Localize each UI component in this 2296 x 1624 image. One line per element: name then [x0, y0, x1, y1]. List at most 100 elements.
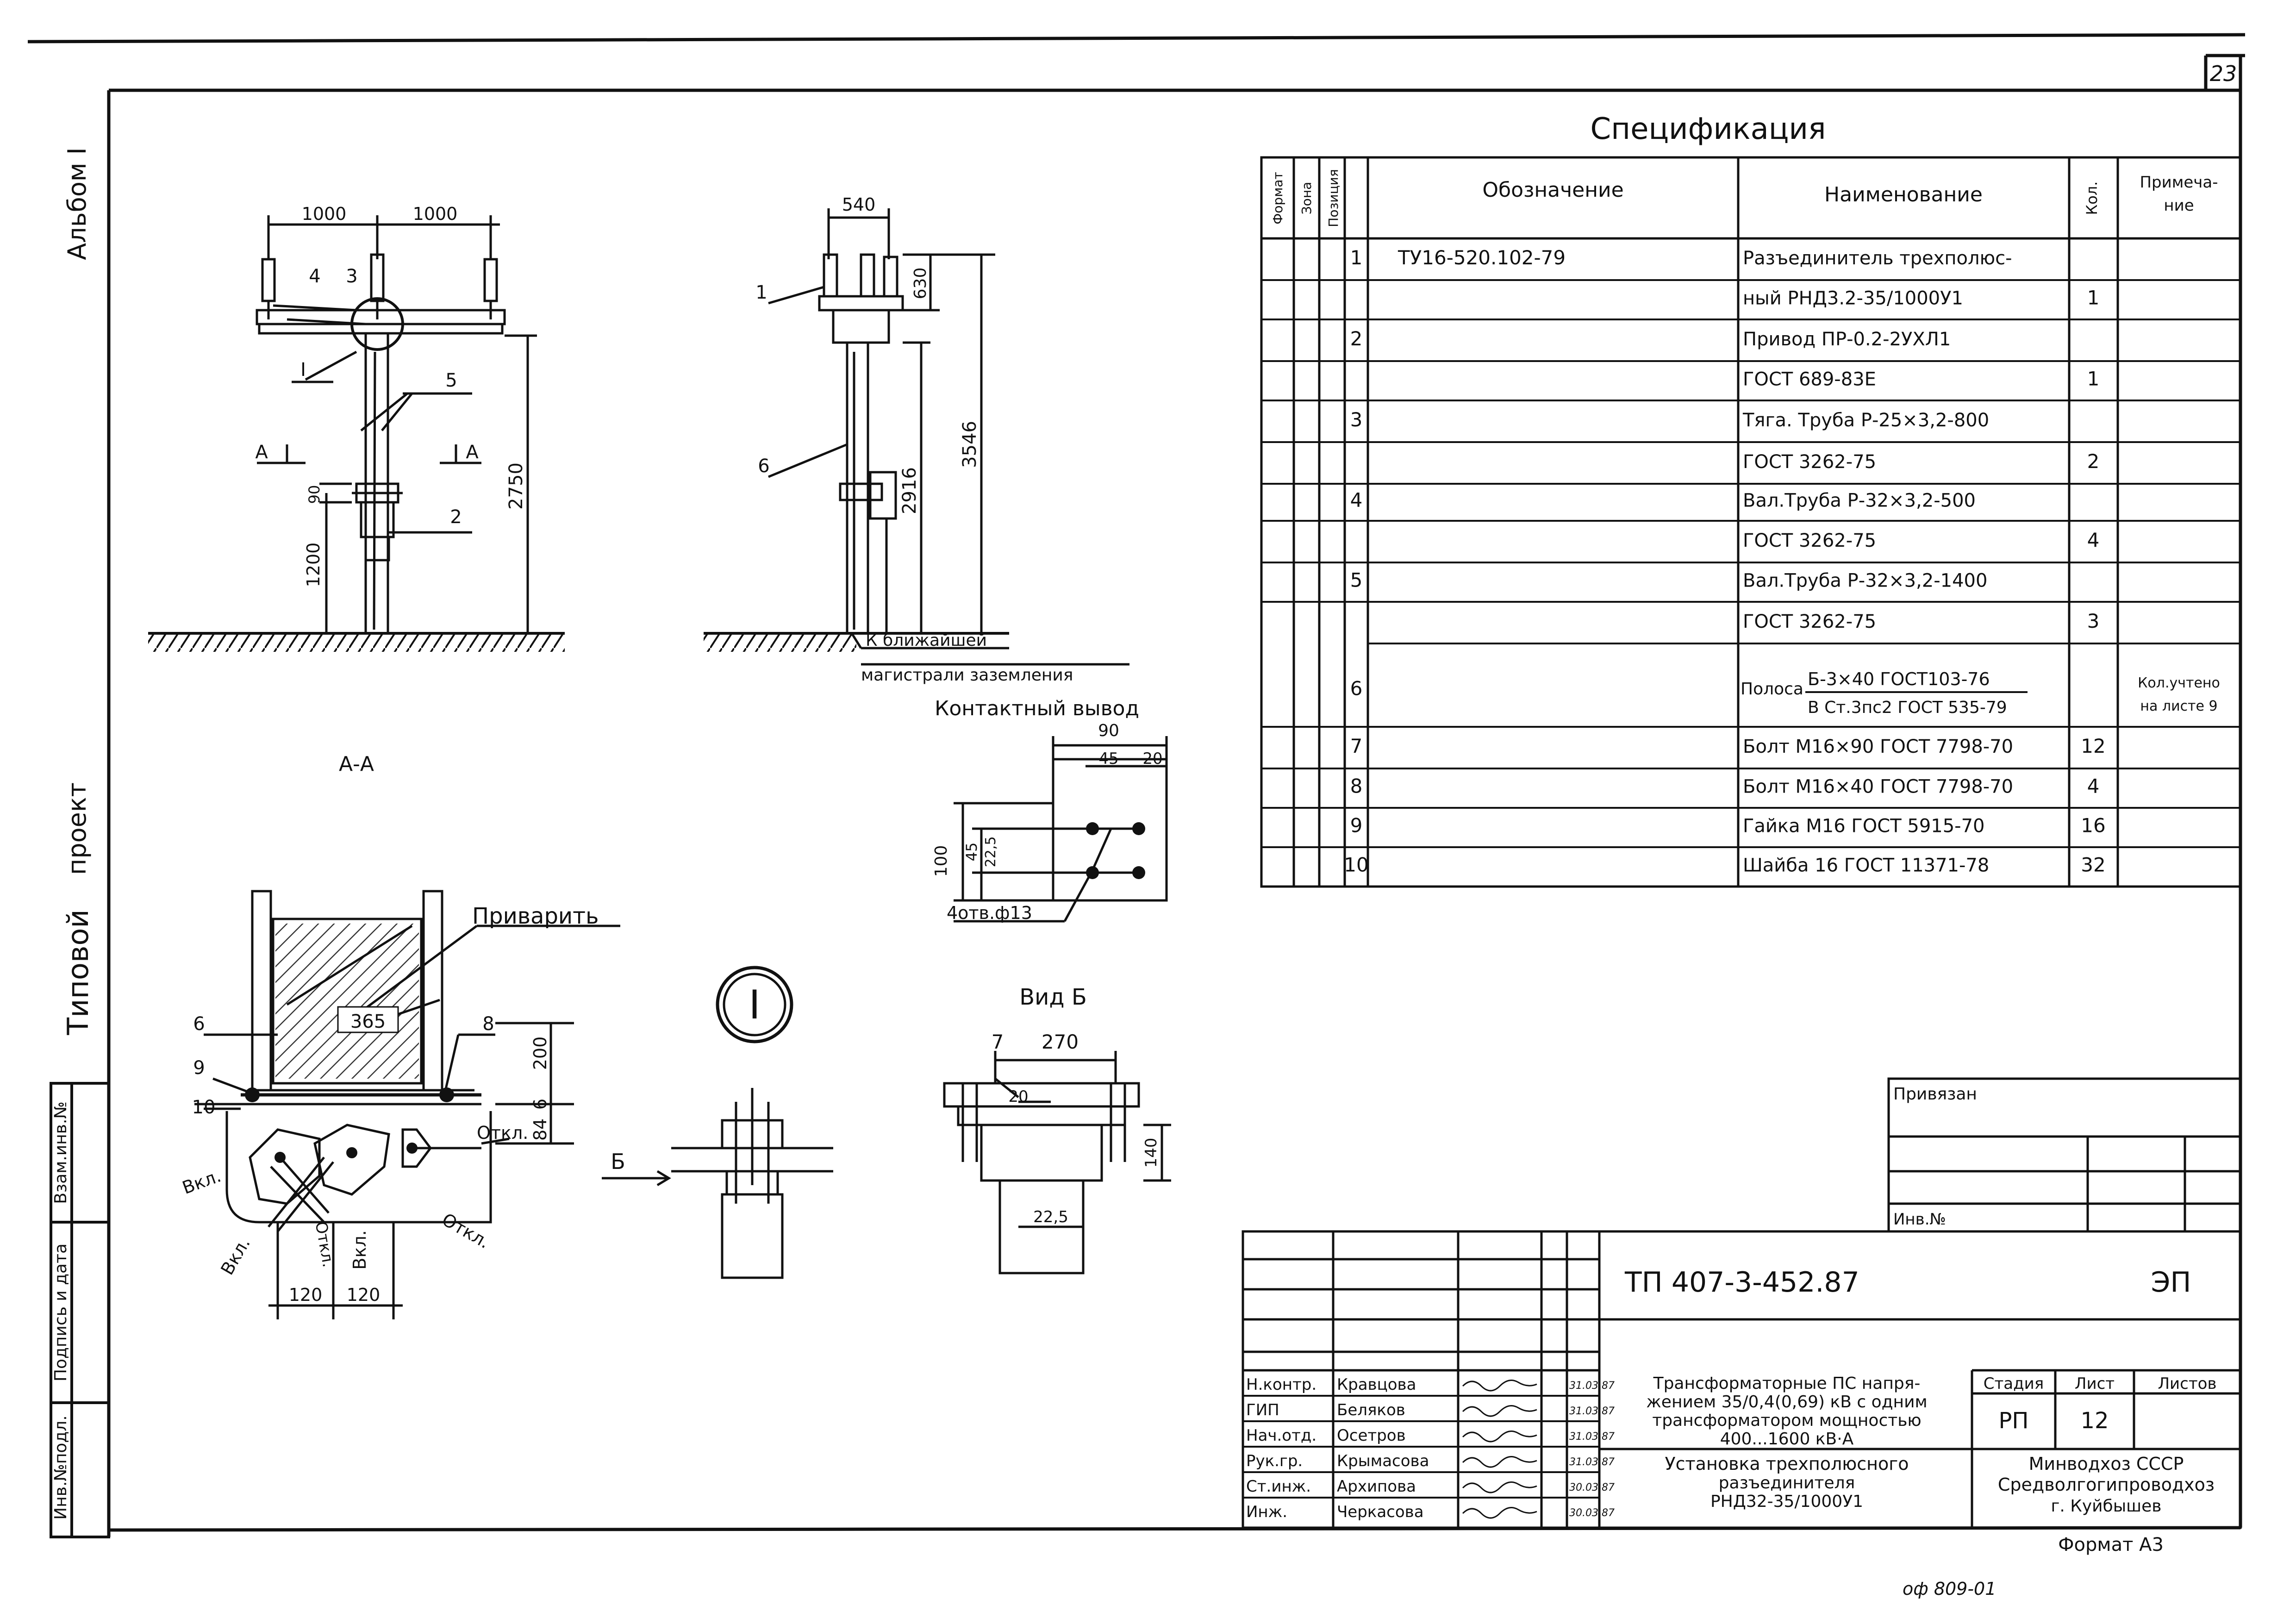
contact-terminal: Контактный вывод 90 45 20 100 45: [932, 697, 1168, 923]
field-inv: Инв.№подл.: [51, 1415, 70, 1519]
contact-dim-45: 45: [1098, 750, 1118, 768]
view-b-dim-20: 20: [1008, 1087, 1028, 1106]
callout-3: 3: [346, 266, 357, 287]
callout-9: 9: [193, 1057, 205, 1079]
signature-0: [1462, 1380, 1537, 1392]
stamp-name-4: Архипова: [1337, 1477, 1416, 1496]
sheet-code: ЭП: [2151, 1266, 2191, 1299]
title1-line-2: жением 35/0,4(0,69) кВ с одним: [1646, 1393, 1927, 1412]
section-a-right: А: [466, 442, 479, 463]
view-b-dim-140: 140: [1142, 1138, 1160, 1168]
signature-1: [1462, 1405, 1537, 1417]
stamp-date-3: 31.03.87: [1569, 1456, 1615, 1468]
attached-label: Привязан: [1893, 1085, 1977, 1104]
row6-numerator: Б-3×40 ГОСТ103-76: [1808, 669, 1990, 689]
callout-4: 4: [309, 266, 320, 287]
title2-line-3: РНД32-35/1000У1: [1710, 1492, 1863, 1511]
hdr-note-1: Примеча-: [2140, 173, 2218, 192]
spec-name-8: Вал.Труба Р-32×3,2-1400: [1743, 570, 1987, 592]
spec-pos-14: 10: [1344, 854, 1368, 876]
contact-dim-100: 100: [932, 845, 951, 877]
stage-value: РП: [1998, 1408, 2028, 1434]
spec-qty-1: 1: [2087, 287, 2100, 309]
stamp-role-0: Н.контр.: [1246, 1375, 1316, 1394]
footer-code: оф 809-01: [1903, 1579, 1996, 1599]
callout-8: 8: [482, 1013, 494, 1035]
stamp-name-1: Беляков: [1337, 1401, 1405, 1419]
stamp-name-5: Черкасова: [1337, 1503, 1424, 1521]
spec-pos-11: 7: [1350, 735, 1363, 757]
title2-line-1: Установка трехполюсного: [1665, 1454, 1909, 1474]
title1-line-4: 400...1600 кВ·А: [1720, 1430, 1854, 1449]
title-block: Привязан Инв.№ ТП 407-3-452.87 ЭП Н.конт…: [1242, 1077, 2242, 1555]
spec-name-4: Тяга. Труба Р-25×3,2-800: [1742, 410, 1989, 431]
callout-6-plan: 6: [193, 1013, 205, 1035]
plan-dim-6: 6: [530, 1099, 550, 1110]
view-b-label: Вид Б: [1019, 984, 1087, 1010]
signature-3: [1462, 1456, 1537, 1468]
spec-qty-5: 2: [2087, 450, 2100, 473]
spec-pos-6: 4: [1350, 489, 1363, 512]
stamp-role-4: Ст.инж.: [1246, 1477, 1311, 1496]
spec-pos-13: 9: [1350, 814, 1363, 837]
spec-title: Спецификация: [1591, 112, 1826, 146]
spec-name-11: Болт М16×90 ГОСТ 7798-70: [1743, 736, 2013, 757]
callout-5: 5: [445, 370, 457, 391]
spec-qty-9: 3: [2087, 610, 2100, 632]
view-b-dim-270: 270: [1042, 1031, 1079, 1053]
row6-note-2: на листе 9: [2140, 698, 2217, 714]
spec-des-0: ТУ16-520.102-79: [1398, 246, 1566, 269]
spec-qty-3: 1: [2087, 368, 2100, 390]
arrow-b-label: Б: [611, 1149, 625, 1174]
ground-label-1: К ближайшей: [866, 631, 987, 650]
dim-540: 540: [842, 194, 876, 215]
stamp-date-0: 31.03.87: [1569, 1380, 1615, 1392]
spec-name-14: Шайба 16 ГОСТ 11371-78: [1743, 855, 1989, 876]
project-label-2: проект: [62, 782, 92, 875]
row6-prefix: Полоса: [1741, 680, 1803, 699]
field-repl: Взам.инв.№: [51, 1101, 70, 1204]
stamp-role-2: Нач.отд.: [1246, 1426, 1316, 1445]
format-label: Формат А3: [2058, 1534, 2164, 1555]
side-view: 540 630 3546 2916 1 6 К ближайшей магист…: [704, 194, 1129, 685]
dim-1000-left: 1000: [302, 204, 347, 224]
stamp-date-5: 30.03.87: [1569, 1507, 1615, 1519]
callout-1: 1: [755, 282, 767, 303]
spec-pos-12: 8: [1350, 775, 1363, 798]
stamp-role-3: Рук.гр.: [1246, 1452, 1303, 1470]
callout-10: 10: [192, 1097, 216, 1118]
section-a-left: А: [255, 442, 268, 463]
detail-i: I Б: [602, 966, 833, 1279]
callout-7: 7: [992, 1031, 1004, 1053]
hdr-name: Наименование: [1824, 183, 1983, 206]
spec-name-13: Гайка М16 ГОСТ 5915-70: [1743, 816, 1985, 837]
spec-pos-4: 3: [1350, 408, 1363, 431]
detail-i-label: I: [749, 982, 760, 1028]
hdr-zone: Зона: [1299, 182, 1314, 215]
view-b-dim-225: 22,5: [1033, 1208, 1068, 1226]
section-aa-label: А-А: [339, 752, 374, 776]
org-line-1: Минводхоз СССР: [2029, 1454, 2184, 1474]
hdr-note-2: ние: [2164, 196, 2194, 215]
spec-pos-10: 6: [1350, 677, 1363, 700]
signature-4: [1462, 1481, 1537, 1493]
sheet-header: Лист: [2075, 1374, 2115, 1393]
doc-code: ТП 407-3-452.87: [1624, 1266, 1859, 1299]
dim-90: 90: [306, 485, 323, 504]
inv-label: Инв.№: [1893, 1210, 1946, 1229]
dim-630: 630: [911, 268, 930, 300]
spec-name-6: Вал.Труба Р-32×3,2-500: [1743, 490, 1976, 512]
spec-pos-0: 1: [1350, 246, 1363, 269]
hdr-format: Формат: [1270, 172, 1285, 225]
stamp-role-5: Инж.: [1246, 1503, 1287, 1521]
contact-title: Контактный вывод: [935, 697, 1139, 720]
stamp-name-3: Крымасова: [1337, 1452, 1429, 1470]
contact-dim-45v: 45: [963, 843, 980, 862]
spec-qty-11: 12: [2081, 735, 2105, 757]
sheet-value: 12: [2080, 1408, 2109, 1434]
specification-table: Спецификация Формат Зона Позиция Обознач…: [1260, 112, 2242, 888]
dim-3546: 3546: [959, 421, 980, 468]
project-label-1: Типовой: [61, 909, 95, 1035]
spec-qty-7: 4: [2087, 529, 2100, 551]
section-a-a: А-А: [180, 752, 620, 1319]
